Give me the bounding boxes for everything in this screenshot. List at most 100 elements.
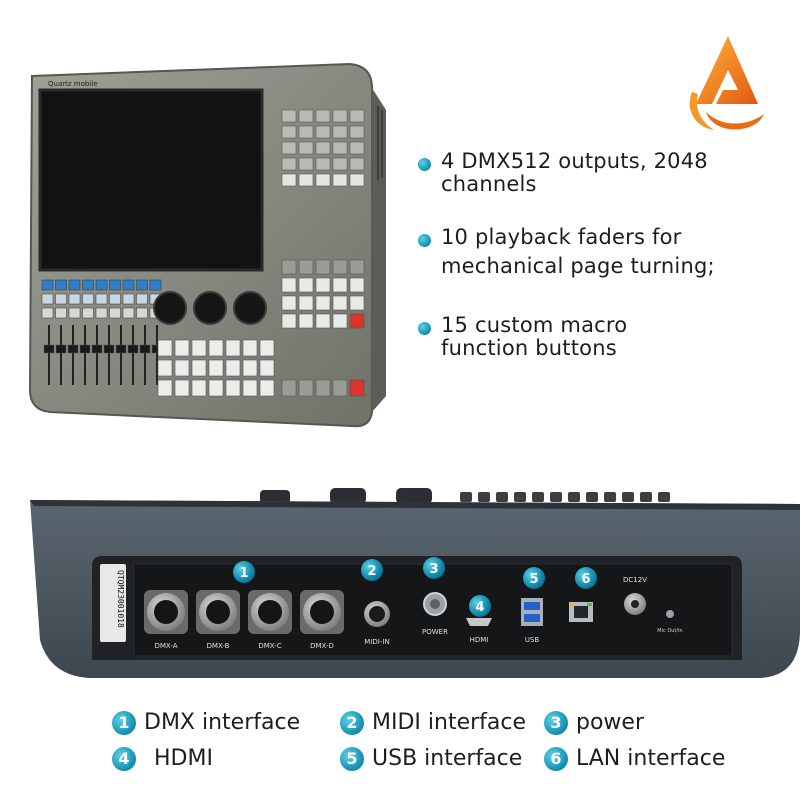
color-key bbox=[82, 307, 94, 319]
console-key bbox=[259, 379, 275, 397]
legend-item-lan: 6 LAN interface bbox=[544, 746, 725, 771]
legend-label: USB interface bbox=[372, 746, 523, 771]
console-key bbox=[242, 379, 258, 397]
fader-track bbox=[132, 325, 134, 385]
console-key bbox=[191, 379, 207, 397]
console-key bbox=[298, 109, 314, 123]
console-key bbox=[281, 259, 297, 275]
console-key bbox=[298, 173, 314, 187]
feature-text: function buttons bbox=[441, 336, 617, 360]
fader-track bbox=[60, 325, 62, 385]
color-key bbox=[136, 279, 148, 291]
console-key bbox=[332, 295, 348, 311]
marker-badge-icon bbox=[469, 595, 491, 617]
console-key bbox=[332, 277, 348, 293]
color-key bbox=[95, 293, 108, 305]
console-key bbox=[349, 295, 365, 311]
color-key bbox=[82, 279, 94, 291]
brand-logo bbox=[689, 36, 764, 130]
console-key bbox=[349, 379, 365, 397]
feature-text: 15 custom macro bbox=[441, 313, 628, 337]
console-key bbox=[242, 359, 258, 377]
console-key bbox=[349, 277, 365, 293]
fader-cap bbox=[55, 344, 67, 354]
legend-label: LAN interface bbox=[576, 746, 726, 771]
console-key bbox=[332, 379, 348, 397]
console-key bbox=[298, 295, 314, 311]
bottom-key-block bbox=[157, 339, 365, 397]
legend-item-hdmi: 4 HDMI bbox=[112, 746, 213, 771]
mic-label: Mic Out/In bbox=[657, 628, 682, 634]
color-key bbox=[95, 307, 108, 319]
console-key bbox=[315, 295, 331, 311]
color-key-row bbox=[41, 279, 162, 319]
marker-number: 4 bbox=[475, 600, 484, 615]
number-badge-icon: 1 bbox=[112, 710, 136, 735]
serial-label: QTQM23001018 bbox=[116, 570, 125, 628]
fader-track bbox=[84, 325, 86, 385]
fader-cap bbox=[91, 344, 103, 354]
top-key bbox=[460, 492, 472, 502]
top-key bbox=[478, 492, 490, 502]
fader-cap bbox=[103, 344, 115, 354]
color-key bbox=[109, 279, 121, 291]
lighting-console-image: Quartz mobile bbox=[28, 62, 386, 428]
console-key bbox=[191, 359, 207, 377]
console-key bbox=[157, 379, 173, 397]
fader-track bbox=[96, 325, 98, 385]
console-key bbox=[332, 259, 348, 275]
feature-playback-faders: 10 playback faders for mechanical page t… bbox=[418, 226, 715, 278]
color-key bbox=[68, 279, 81, 291]
legend-label: HDMI bbox=[154, 746, 213, 771]
encoder-knob bbox=[153, 291, 187, 325]
top-key bbox=[496, 492, 508, 502]
color-key bbox=[136, 293, 148, 305]
marker-number: 6 bbox=[581, 572, 590, 587]
console-key bbox=[315, 109, 331, 123]
console-key bbox=[225, 359, 241, 377]
console-key bbox=[349, 259, 365, 275]
console-brand: Quartz mobile bbox=[48, 80, 98, 88]
color-key bbox=[122, 293, 135, 305]
marker-badge-icon bbox=[523, 567, 545, 589]
fader-track bbox=[120, 325, 122, 385]
console-key bbox=[298, 313, 314, 329]
console-key bbox=[315, 277, 331, 293]
marker-badge-icon bbox=[423, 557, 445, 579]
legend-label: power bbox=[576, 710, 644, 735]
console-key bbox=[259, 339, 275, 357]
color-key bbox=[149, 279, 162, 291]
console-key bbox=[281, 109, 297, 123]
color-key bbox=[41, 279, 54, 291]
console-key bbox=[259, 359, 275, 377]
top-key bbox=[622, 492, 634, 502]
color-key bbox=[68, 293, 81, 305]
console-key bbox=[157, 359, 173, 377]
console-key bbox=[315, 125, 331, 139]
feature-dmx-outputs: 4 DMX512 outputs, 2048 channels bbox=[418, 150, 800, 196]
marker-number: 5 bbox=[529, 572, 538, 587]
console-key bbox=[157, 339, 173, 357]
dmx-port-label: DMX-B bbox=[207, 642, 230, 650]
color-key bbox=[136, 307, 148, 319]
number-badge-icon: 3 bbox=[544, 710, 568, 735]
console-key bbox=[208, 359, 224, 377]
console-key bbox=[349, 141, 365, 155]
bullet-dot-icon bbox=[418, 322, 431, 335]
fader-cap bbox=[67, 344, 79, 354]
xlr-socket bbox=[206, 600, 230, 624]
bullet-dot-icon bbox=[418, 158, 431, 171]
dmx-port-label: DMX-D bbox=[310, 642, 334, 650]
console-key bbox=[315, 141, 331, 155]
number-badge-icon: 5 bbox=[340, 746, 364, 771]
top-key bbox=[568, 492, 580, 502]
console-key bbox=[191, 339, 207, 357]
marker-number: 1 bbox=[239, 566, 248, 581]
top-key bbox=[532, 492, 544, 502]
top-key bbox=[586, 492, 598, 502]
power-label: POWER bbox=[422, 628, 448, 636]
number-badge-icon: 2 bbox=[340, 710, 364, 735]
encoder-knob bbox=[233, 291, 267, 325]
color-key bbox=[82, 293, 94, 305]
console-key bbox=[281, 313, 297, 329]
